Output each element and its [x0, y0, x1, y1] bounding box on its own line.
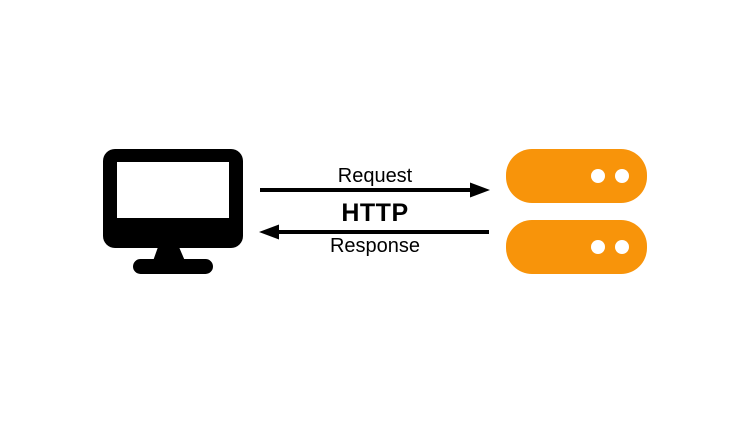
server-led-dot — [591, 169, 605, 183]
response-label: Response — [329, 235, 421, 257]
server-led-dot — [615, 240, 629, 254]
desktop-computer-icon — [103, 149, 243, 274]
monitor-neck — [153, 247, 185, 261]
server-led-dot — [591, 240, 605, 254]
response-arrow-icon — [259, 224, 489, 240]
request-label: Request — [337, 165, 413, 187]
protocol-label: HTTP — [341, 199, 409, 227]
monitor-base — [133, 259, 213, 274]
monitor-screen — [117, 162, 229, 218]
server-icon — [506, 149, 647, 203]
server-led-dot — [615, 169, 629, 183]
server-icon — [506, 220, 647, 274]
request-arrow-icon — [260, 182, 490, 198]
